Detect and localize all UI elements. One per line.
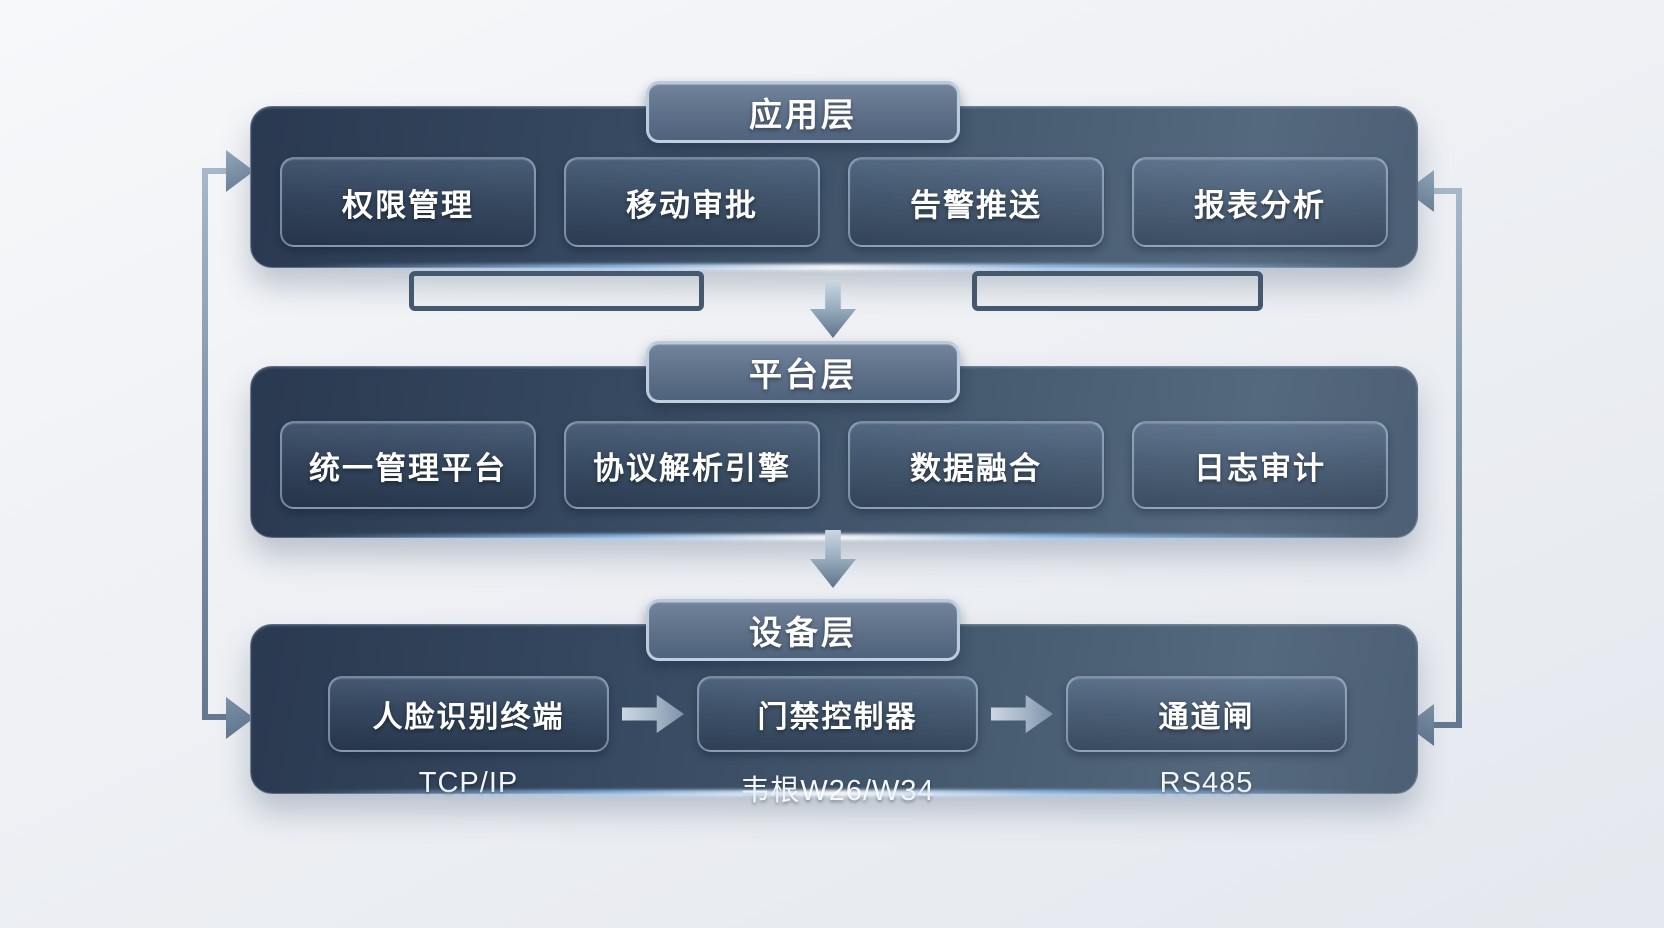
device-layer-panel: 设备层 人脸识别终端 门禁控制器 通道闸 TCP/IP 韦根W26/W34 RS… xyxy=(250,599,1418,807)
panel-glow-line xyxy=(297,264,1371,270)
bus-connector-left xyxy=(409,271,704,311)
label-wiegand: 韦根W26/W34 xyxy=(740,775,935,807)
right-arrow-icon xyxy=(991,695,1053,733)
bus-connector-right xyxy=(972,271,1263,311)
box-unified-platform: 统一管理平台 xyxy=(280,421,536,509)
platform-layer-title: 平台层 xyxy=(646,341,960,403)
box-data-fusion: 数据融合 xyxy=(848,421,1104,509)
protocol-label-row: TCP/IP 韦根W26/W34 RS485 xyxy=(251,767,1417,809)
box-mobile-approval: 移动审批 xyxy=(564,157,820,247)
down-arrow-platform-to-device-icon xyxy=(810,530,856,588)
device-chain-row: 人脸识别终端 门禁控制器 通道闸 xyxy=(251,676,1417,752)
device-link xyxy=(609,695,697,733)
box-log-audit: 日志审计 xyxy=(1132,421,1388,509)
box-face-terminal: 人脸识别终端 xyxy=(328,676,609,752)
down-arrow-app-to-platform-icon xyxy=(810,280,856,338)
box-permission-mgmt: 权限管理 xyxy=(280,157,536,247)
box-report-analysis: 报表分析 xyxy=(1132,157,1388,247)
box-protocol-engine: 协议解析引擎 xyxy=(564,421,820,509)
box-alert-push: 告警推送 xyxy=(848,157,1104,247)
application-layer-panel: 应用层 权限管理 移动审批 告警推送 报表分析 xyxy=(250,81,1418,270)
right-feedback-line xyxy=(1432,188,1462,728)
device-link xyxy=(978,695,1066,733)
right-arrow-icon xyxy=(622,695,684,733)
box-access-controller: 门禁控制器 xyxy=(697,676,978,752)
left-feedback-line xyxy=(202,168,232,720)
label-rs485: RS485 xyxy=(1159,767,1254,799)
box-turnstile: 通道闸 xyxy=(1066,676,1347,752)
label-tcpip: TCP/IP xyxy=(418,767,519,799)
application-layer-title: 应用层 xyxy=(646,81,960,143)
device-layer-title: 设备层 xyxy=(646,599,960,661)
platform-layer-panel: 平台层 统一管理平台 协议解析引擎 数据融合 日志审计 xyxy=(250,341,1418,540)
platform-feature-row: 统一管理平台 协议解析引擎 数据融合 日志审计 xyxy=(251,421,1417,509)
application-feature-row: 权限管理 移动审批 告警推送 报表分析 xyxy=(251,157,1417,247)
